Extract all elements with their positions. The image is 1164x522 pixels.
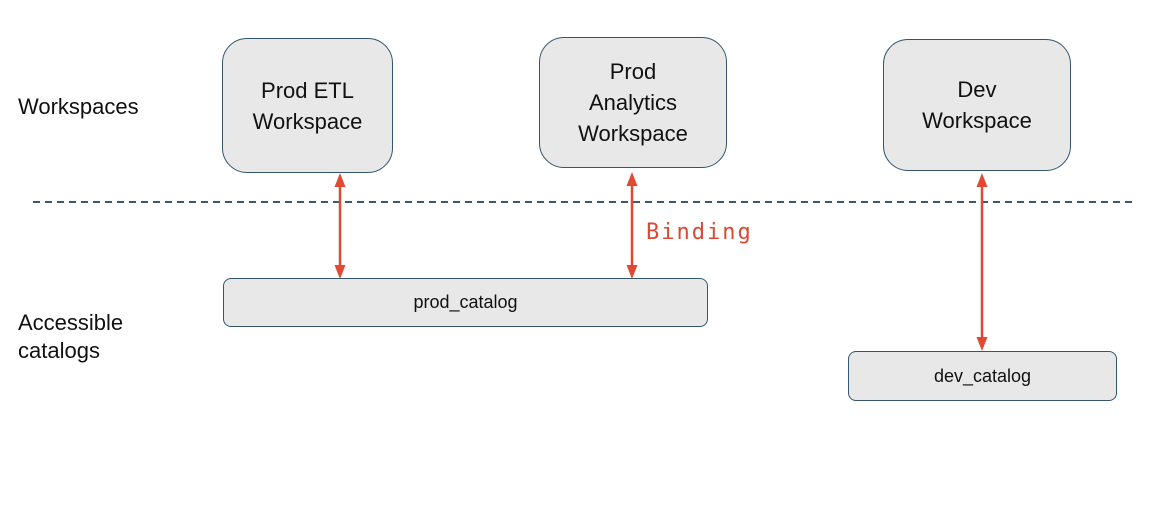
binding-arrow-prod-analytics [626, 172, 638, 279]
row-label-workspaces: Workspaces [18, 94, 139, 119]
binding-annotation: Binding [646, 220, 753, 245]
binding-arrow-dev [976, 173, 988, 351]
binding-arrow-prod-etl [334, 173, 346, 279]
row-label-accessible-catalogs: Accessible catalogs [18, 310, 124, 363]
catalog-box-prod: prod_catalog [223, 278, 708, 327]
workspace-box-prod-analytics: Prod Analytics Workspace [539, 37, 727, 168]
workspace-box-dev: Dev Workspace [883, 39, 1071, 171]
catalog-box-dev: dev_catalog [848, 351, 1117, 401]
workspace-box-prod-etl: Prod ETL Workspace [222, 38, 393, 173]
